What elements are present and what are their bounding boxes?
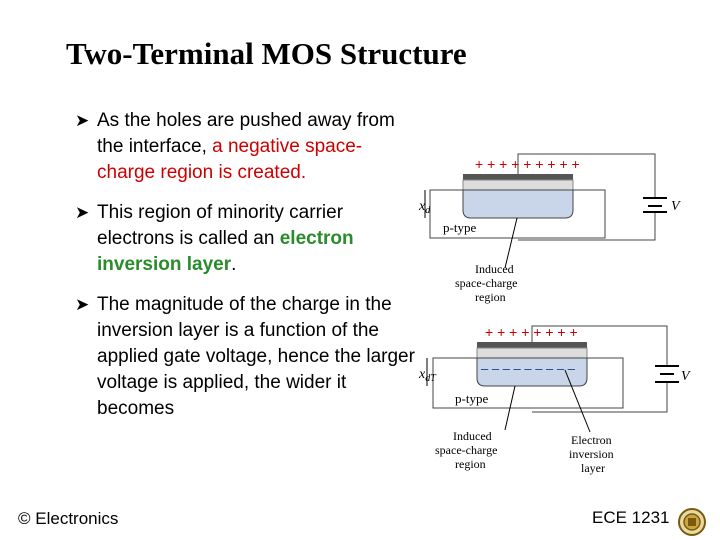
wire-bottom-circuit	[531, 325, 668, 366]
gate-plate-top	[463, 174, 573, 180]
voltage-label-top: V	[671, 199, 681, 214]
oxide-top	[462, 179, 574, 191]
pointer-line-top	[504, 217, 518, 269]
voltage-label-bottom: V	[681, 369, 691, 384]
gate-plate-bottom	[477, 342, 587, 348]
wire-top	[517, 153, 656, 198]
xd-label-top: xd	[418, 199, 431, 216]
bullet-1: ➤ As the holes are pushed away from the …	[75, 108, 415, 186]
xdt-label-bottom: xdT	[418, 367, 437, 384]
arrow-bullet-icon: ➤	[75, 111, 90, 130]
space-charge-label-bottom: space-charge	[435, 443, 497, 457]
bullet-2-highlight: electron inversion layer	[97, 228, 354, 275]
wire-return-bottom	[532, 382, 668, 413]
wire-bottom-top	[518, 212, 656, 241]
positive-charges-bottom: + + + + + + + +	[485, 324, 578, 340]
electron-label: Electron	[571, 433, 612, 447]
footer-course-code: ECE 1231	[592, 508, 670, 527]
oxide-bottom	[476, 347, 588, 359]
pointer-line-bottom-2	[564, 369, 591, 433]
bullet-1-highlight: a negative space-charge region is create…	[97, 136, 363, 183]
substrate-label-bottom: p-type	[455, 391, 488, 406]
bullet-2-text: This region of minority carrier electron…	[97, 202, 344, 249]
positive-charges-top: + + + + + + + + +	[475, 156, 580, 172]
arrow-bullet-icon: ➤	[75, 295, 90, 314]
substrate-label-top: p-type	[443, 220, 476, 235]
slide-title: Two-Terminal MOS Structure	[66, 36, 467, 71]
bullet-3: ➤ The magnitude of the charge in the inv…	[75, 292, 415, 422]
bullet-1-text: As the holes are pushed away from the in…	[97, 110, 395, 157]
bullet-2: ➤ This region of minority carrier electr…	[75, 200, 415, 278]
region-label-top: region	[475, 290, 506, 304]
inversion-charges: – – – – – – – – –	[481, 361, 576, 376]
region-label-bottom: region	[455, 457, 486, 471]
mos-diagram-bottom: + + + + + + + + – – – – – – – – – xdT p-…	[418, 324, 691, 475]
space-charge-region-bottom	[476, 357, 588, 387]
bullet-3-text: The magnitude of the charge in the inver…	[97, 294, 415, 419]
induced-label-top: Induced	[475, 262, 514, 276]
university-logo-icon	[678, 508, 706, 536]
space-charge-region-top	[462, 189, 574, 219]
arrow-bullet-icon: ➤	[75, 203, 90, 222]
bullet-2-tail: .	[231, 254, 237, 275]
layer-label: layer	[581, 461, 605, 475]
footer-copyright: © Electronics	[18, 509, 119, 528]
pointer-line-bottom-1	[504, 385, 516, 431]
mos-structure-figure: + + + + + + + + + xd p-type V Induced sp…	[418, 153, 691, 475]
induced-label-bottom: Induced	[453, 429, 492, 443]
mos-diagram-top: + + + + + + + + + xd p-type V Induced sp…	[418, 153, 681, 304]
space-charge-label-top: space-charge	[455, 276, 517, 290]
inversion-label: inversion	[569, 447, 614, 461]
